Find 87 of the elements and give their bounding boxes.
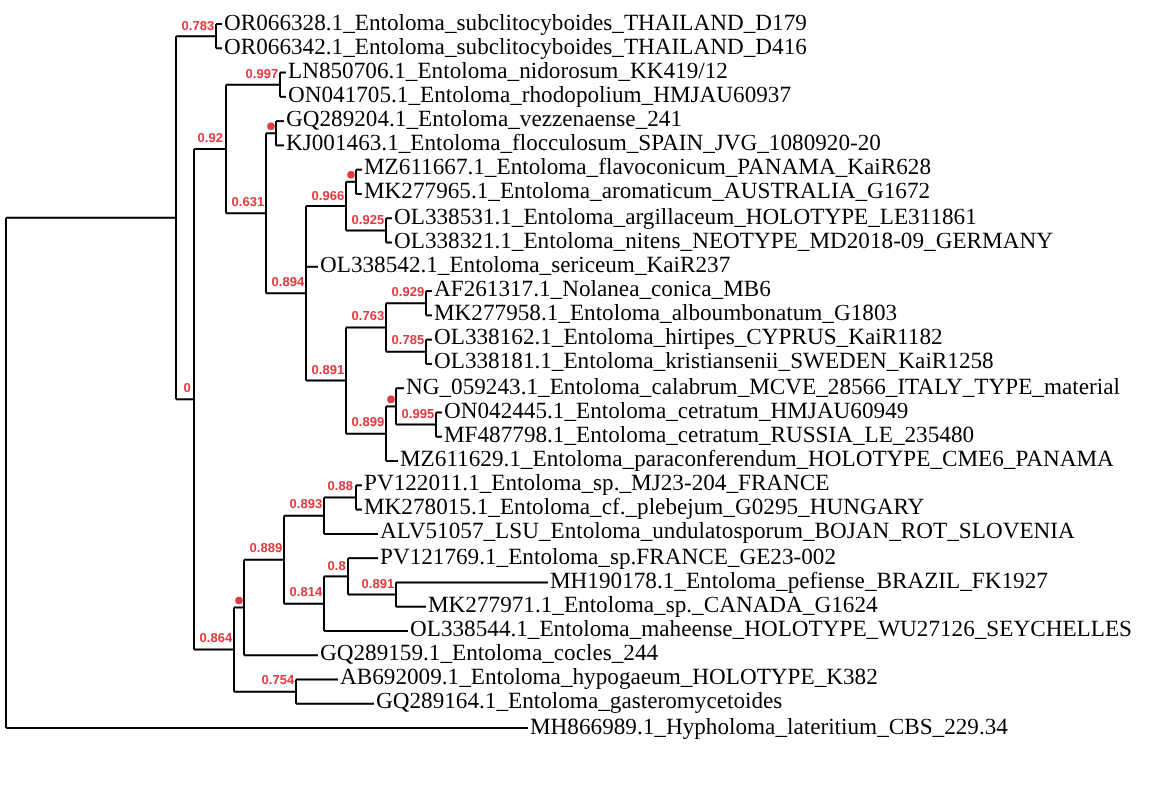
branch-line — [425, 290, 433, 293]
branch-line — [279, 95, 287, 98]
branch-line — [345, 180, 357, 183]
branch-line — [175, 398, 195, 401]
branch-line — [193, 648, 235, 651]
branch-line — [215, 23, 223, 25]
branch-line — [5, 216, 177, 219]
branch-line — [275, 144, 285, 147]
branch-line — [279, 71, 287, 74]
branch-line — [385, 241, 393, 244]
branch-line — [355, 168, 363, 171]
taxon-label: ON041705.1_Entoloma_rhodopolium_HMJAU60937 — [288, 83, 792, 108]
taxon-label: AF261317.1_Nolanea_conica_MB6 — [434, 278, 771, 303]
branch-line — [295, 678, 339, 681]
branch-line — [435, 435, 443, 438]
branch-line — [345, 326, 387, 329]
taxon-label: MZ611667.1_Entoloma_flavoconicum_PANAMA_KaiR628 — [364, 156, 931, 181]
branch-line — [233, 606, 245, 609]
branch-line — [395, 387, 405, 390]
taxon-label: MZ611629.1_Entoloma_paraconferendum_HOLOTYPE_CME6_PANAMA — [400, 448, 1114, 473]
taxon-label: NG_059243.1_Entoloma_calabrum_MCVE_28566_ITALY_TYPE_material — [406, 375, 1120, 400]
branch-line — [225, 212, 267, 215]
taxon-label: OL338321.1_Entoloma_nitens_NEOTYPE_MD2018-09_GERMANY — [394, 229, 1053, 254]
taxon-label: GQ289159.1_Entoloma_cocles_244 — [320, 642, 659, 667]
taxon-label: MK277965.1_Entoloma_aromaticum_AUSTRALIA_G1672 — [364, 180, 931, 205]
taxon-label: OL338544.1_Entoloma_maheense_HOLOTYPE_WU27126_SEYCHELLES — [410, 618, 1132, 642]
branch-line — [305, 265, 319, 268]
taxon-label: MK278015.1_Entoloma_cf._plebejum_G0295_HUNGARY — [364, 496, 925, 521]
branch-line — [355, 192, 363, 195]
branch-line — [265, 132, 277, 135]
taxon-label: MK277958.1_Entoloma_alboumbonatum_G1803 — [434, 302, 898, 327]
branch-line — [323, 630, 409, 632]
branch-line — [265, 292, 307, 295]
branch-line — [233, 690, 297, 693]
branch-line — [395, 581, 549, 584]
branch-line — [385, 460, 399, 463]
taxon-label: OL338181.1_Entoloma_kristiansenii_SWEDEN_KaiR1258 — [434, 350, 994, 375]
branch-line — [283, 514, 325, 517]
branch-line — [243, 654, 319, 657]
branch-line — [395, 605, 427, 608]
branch-line — [215, 47, 223, 50]
taxon-label: OL338531.1_Entoloma_argillaceum_HOLOTYPE_LE311861 — [394, 205, 977, 230]
taxon-label: MH866989.1_Hypholoma_lateritium_CBS_229.34 — [530, 715, 1008, 740]
taxon-label: OR066342.1_Entoloma_subclitocyboides_THAILAND_D416 — [224, 35, 807, 60]
taxon-label: OL338542.1_Entoloma_sericeum_KaiR237 — [320, 253, 731, 278]
branch-line — [323, 575, 349, 578]
branch-line — [385, 302, 427, 305]
branch-line — [175, 35, 217, 38]
branch-line — [355, 508, 363, 511]
branch-line — [225, 83, 281, 86]
branch-line — [425, 314, 433, 317]
branch-line — [323, 496, 357, 499]
taxon-label: ALV51057_LSU_Entoloma_undulatosporum_BOJAN_ROT_SLOVENIA — [380, 520, 1075, 545]
taxon-label: MF487798.1_Entoloma_cetratum_RUSSIA_LE_235480 — [444, 423, 975, 448]
branch-line — [347, 557, 379, 560]
taxon-label: ON042445.1_Entoloma_cetratum_HMJAU60949 — [444, 399, 909, 424]
branch-line — [275, 120, 285, 123]
taxon-label: MK277971.1_Entoloma_sp._CANADA_G1624 — [428, 593, 878, 618]
branch-line — [5, 727, 529, 730]
branch-line — [347, 593, 397, 596]
branch-line — [435, 411, 443, 414]
branch-line — [425, 338, 433, 341]
branch-line — [243, 558, 285, 561]
branch-line — [283, 602, 325, 605]
branch-line — [385, 217, 393, 220]
branch-line — [193, 148, 227, 150]
branch-line — [323, 532, 379, 535]
taxon-label: OR066328.1_Entoloma_subclitocyboides_THAILAND_D179 — [224, 11, 807, 35]
branch-line — [345, 432, 387, 435]
branch-line — [305, 379, 347, 382]
branch-line — [385, 405, 397, 408]
branch-line — [395, 423, 437, 426]
taxon-label: LN850706.1_Entoloma_nidorosum_KK419/12 — [288, 59, 728, 84]
branch-line — [345, 229, 387, 232]
taxon-label: GQ289204.1_Entoloma_vezzenaense_241 — [286, 108, 683, 133]
taxon-label: GQ289164.1_Entoloma_gasteromycetoides — [376, 690, 783, 715]
branch-line — [355, 484, 363, 487]
branch-line — [425, 362, 433, 365]
taxon-label: OL338162.1_Entoloma_hirtipes_CYPRUS_KaiR1182 — [434, 326, 943, 351]
taxon-label: KJ001463.1_Entoloma_flocculosum_SPAIN_JVG_1080920-20 — [286, 132, 881, 157]
branch-line — [385, 350, 427, 353]
taxon-label: PV122011.1_Entoloma_sp._MJ23-204_FRANCE — [364, 472, 830, 497]
branch-line — [305, 205, 347, 208]
taxon-label: AB692009.1_Entoloma_hypogaeum_HOLOTYPE_K382 — [340, 666, 878, 691]
taxon-label: PV121769.1_Entoloma_sp.FRANCE_GE23-002 — [380, 545, 837, 570]
branch-line — [295, 702, 375, 705]
taxon-label: MH190178.1_Entoloma_pefiense_BRAZIL_FK1927 — [550, 569, 1048, 594]
